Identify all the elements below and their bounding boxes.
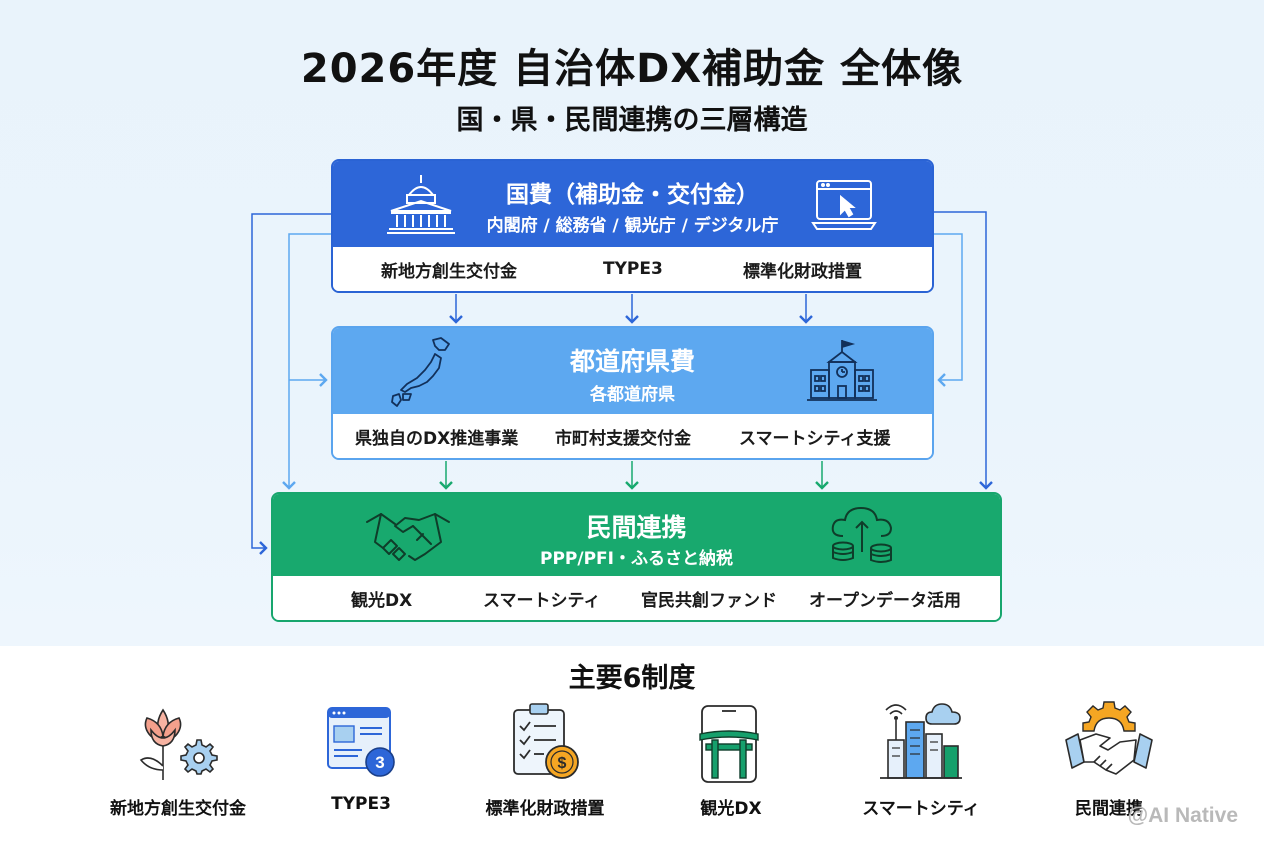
- programs-title: 主要6制度: [568, 663, 696, 694]
- program-label: スマートシティ: [862, 799, 980, 819]
- tier-national-title: 国費（補助金・交付金）: [506, 182, 759, 208]
- tier-item: オープンデータ活用: [809, 590, 961, 611]
- tier-national-header: 国費（補助金・交付金） 内閣府 / 総務省 / 観光庁 / デジタル庁: [333, 161, 932, 249]
- town-hall-icon: [807, 340, 877, 401]
- svg-text:$: $: [558, 755, 567, 772]
- program-label: 新地方創生交付金: [110, 799, 246, 819]
- tier-item: 県独自のDX推進事業: [355, 428, 519, 449]
- handshake-icon: [366, 513, 450, 561]
- laptop-cursor-icon: [811, 180, 877, 230]
- svg-text:3: 3: [375, 753, 384, 772]
- tier-item: スマートシティ支援: [739, 428, 891, 449]
- tier-item: 官民共創ファンド: [641, 590, 777, 611]
- tier-national-agencies: 内閣府 / 総務省 / 観光庁 / デジタル庁: [486, 216, 779, 236]
- tier-item: 標準化財政措置: [743, 261, 862, 282]
- tier-private-title: 民間連携: [586, 513, 687, 542]
- city-cloud-icon: [880, 703, 962, 779]
- checklist-coin-icon: $: [513, 703, 579, 779]
- flower-gear-icon: [139, 708, 218, 780]
- japan-map-icon: [391, 337, 450, 407]
- program-label: 観光DX: [700, 799, 762, 819]
- tier-private-items: 観光DX スマートシティ 官民共創ファンド オープンデータ活用: [273, 576, 1000, 620]
- tier-item: TYPE3: [603, 259, 663, 279]
- page-subtitle: 国・県・民間連携の三層構造: [456, 105, 808, 136]
- tier-item: 市町村支援交付金: [555, 428, 691, 449]
- tier-item: 観光DX: [351, 590, 413, 611]
- program-label: 民間連携: [1075, 799, 1143, 819]
- tier-item: スマートシティ: [483, 590, 601, 611]
- tier-private: 民間連携 PPP/PFI・ふるさと納税: [271, 492, 1002, 622]
- tier-pref-sub: 各都道府県: [590, 385, 675, 405]
- handshake-gear-icon: [1065, 701, 1153, 775]
- cloud-data-icon: [831, 506, 893, 563]
- window-3-icon: 3: [327, 707, 395, 777]
- program-item: 3 TYPE3: [266, 700, 456, 814]
- tier-pref-header: 都道府県費 各都道府県: [333, 328, 932, 416]
- program-item: 観光DX: [636, 700, 826, 819]
- tier-prefectural: 都道府県費 各都道府県: [331, 326, 934, 460]
- tier-item: 新地方創生交付金: [381, 261, 517, 282]
- tier-private-header: 民間連携 PPP/PFI・ふるさと納税: [273, 494, 1000, 578]
- tier-national-items: 新地方創生交付金 TYPE3 標準化財政措置: [333, 247, 932, 291]
- program-item: スマートシティ: [826, 700, 1016, 819]
- page-title: 2026年度 自治体DX補助金 全体像: [300, 46, 964, 92]
- program-label: 標準化財政措置: [485, 799, 605, 819]
- watermark: @AI Native: [1127, 804, 1238, 827]
- program-item: 民間連携: [1014, 700, 1204, 819]
- tier-pref-title: 都道府県費: [569, 347, 695, 376]
- tier-private-sub: PPP/PFI・ふるさと納税: [540, 549, 733, 569]
- program-item: 新地方創生交付金: [83, 700, 273, 819]
- phone-torii-icon: [699, 705, 759, 783]
- government-building-icon: [387, 175, 455, 234]
- program-item: $ 標準化財政措置: [450, 700, 640, 819]
- tier-national: 国費（補助金・交付金） 内閣府 / 総務省 / 観光庁 / デジタル庁: [331, 159, 934, 293]
- program-label: TYPE3: [331, 794, 391, 814]
- tier-pref-items: 県独自のDX推進事業 市町村支援交付金 スマートシティ支援: [333, 414, 932, 458]
